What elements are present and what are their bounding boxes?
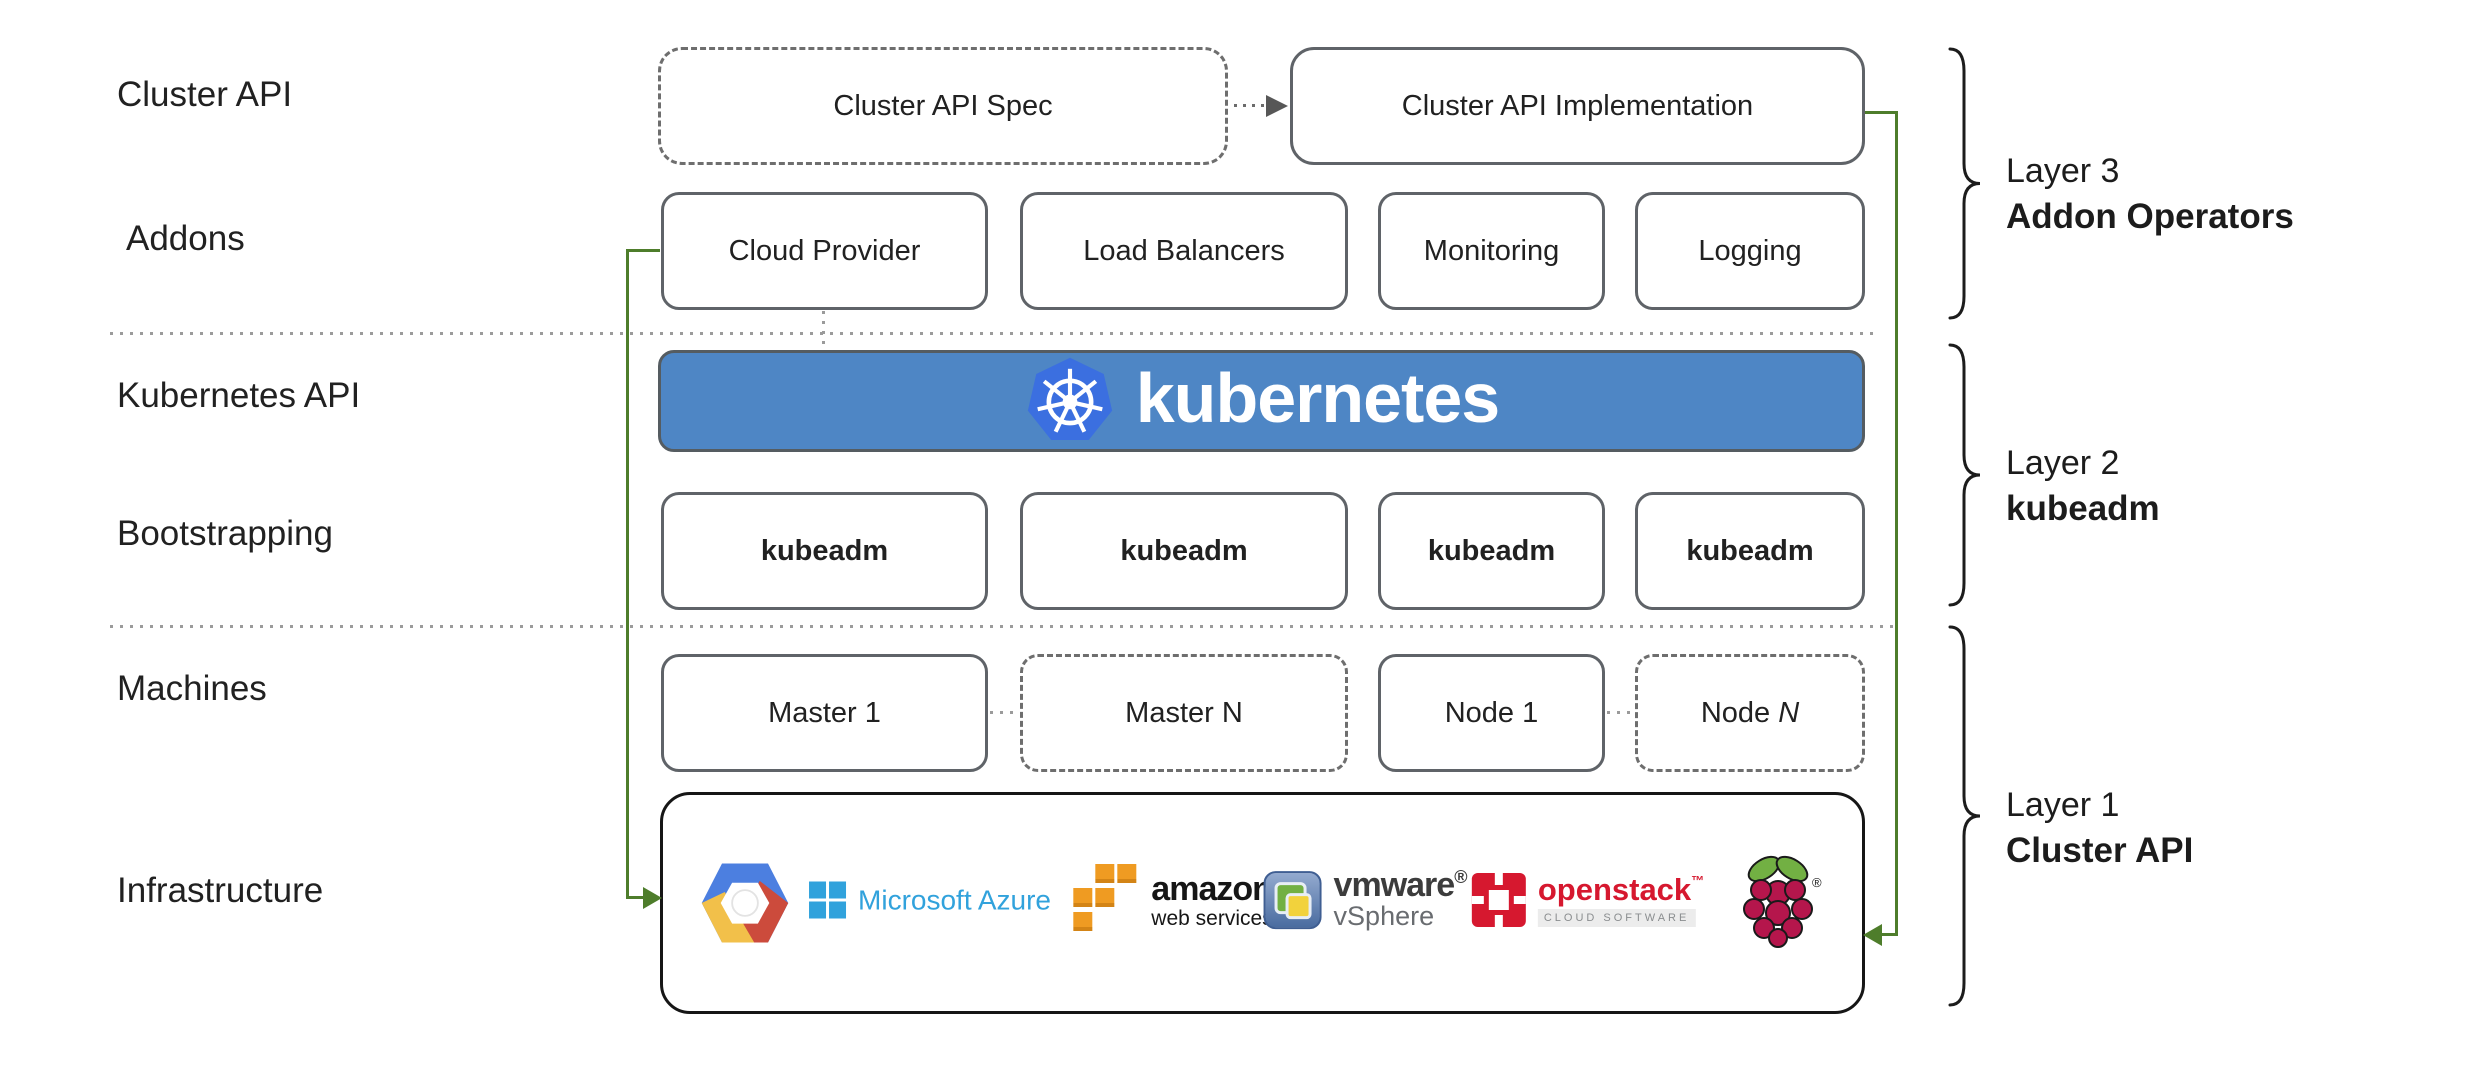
row-label-addons: Addons xyxy=(126,219,245,258)
row-label-bootstrapping: Bootstrapping xyxy=(117,514,333,553)
green-connector-left-top xyxy=(626,249,660,252)
raspberry-pi-logo-icon: ® xyxy=(1736,853,1824,949)
cloud-provider-to-kubernetes-dotted-line xyxy=(822,311,825,350)
green-connector-left-vertical xyxy=(626,249,629,899)
kubeadm-box-3: kubeadm xyxy=(1378,492,1605,610)
section-separator-top xyxy=(110,332,1880,335)
machine-box-master-n: Master N xyxy=(1020,654,1348,772)
row-label-infrastructure: Infrastructure xyxy=(117,871,324,910)
row-label-kubernetes-api: Kubernetes API xyxy=(117,376,361,415)
addon-box-cloud-provider: Cloud Provider xyxy=(661,192,988,310)
layer-2-brace-icon xyxy=(1948,343,1981,607)
azure-logo-text: Microsoft Azure xyxy=(858,884,1051,915)
vmware-vsphere-logo: vmware® vSphere xyxy=(1263,866,1467,932)
openstack-icon xyxy=(1471,873,1526,927)
layer-1-brace-icon xyxy=(1948,625,1981,1007)
infrastructure-box xyxy=(660,792,1865,1014)
green-arrowhead-left-icon xyxy=(643,887,662,909)
aws-cubes-icon xyxy=(1071,864,1139,936)
raspberry-pi-registered-mark: ® xyxy=(1812,875,1822,890)
addon-box-load-balancers: Load Balancers xyxy=(1020,192,1348,310)
spec-to-impl-arrowhead-icon xyxy=(1266,95,1288,117)
openstack-logo-subtext: CLOUD SOFTWARE xyxy=(1537,908,1696,927)
kubernetes-wordmark: kubernetes xyxy=(1135,359,1500,437)
master-dotted-connector xyxy=(990,711,1018,714)
row-label-cluster-api: Cluster API xyxy=(117,75,293,114)
vmware-icon xyxy=(1263,871,1322,929)
openstack-logo-text: openstack xyxy=(1537,871,1692,907)
green-connector-right-vertical xyxy=(1895,111,1898,936)
layer-3-label: Layer 3 Addon Operators xyxy=(2006,152,2294,236)
vmware-logo-text: vmware xyxy=(1333,866,1456,905)
vsphere-logo-text: vSphere xyxy=(1333,901,1435,932)
machine-box-node-1: Node 1 xyxy=(1378,654,1605,772)
addon-box-logging: Logging xyxy=(1635,192,1865,310)
cluster-api-implementation-box: Cluster API Implementation xyxy=(1290,47,1865,165)
aws-logo-subtext: web services xyxy=(1151,906,1273,930)
kubernetes-banner: kubernetes xyxy=(658,350,1865,452)
section-separator-bottom xyxy=(110,625,1900,628)
openstack-logo: openstack™ CLOUD SOFTWARE xyxy=(1471,871,1704,927)
machine-box-master-1: Master 1 xyxy=(661,654,988,772)
microsoft-azure-logo: Microsoft Azure xyxy=(809,881,1051,919)
green-connector-right-bottom xyxy=(1881,933,1898,936)
layer-1-label: Layer 1 Cluster API xyxy=(2006,786,2194,870)
microsoft-flag-icon xyxy=(809,881,847,919)
layer-3-brace-icon xyxy=(1948,47,1981,320)
row-label-machines: Machines xyxy=(117,669,267,708)
kubeadm-box-4: kubeadm xyxy=(1635,492,1865,610)
addon-box-monitoring: Monitoring xyxy=(1378,192,1605,310)
layer-2-label: Layer 2 kubeadm xyxy=(2006,444,2160,528)
kubeadm-box-2: kubeadm xyxy=(1020,492,1348,610)
machine-box-node-n: Node N xyxy=(1635,654,1865,772)
green-connector-right-top xyxy=(1865,111,1898,114)
node-dotted-connector xyxy=(1607,711,1633,714)
kubeadm-box-1: kubeadm xyxy=(661,492,988,610)
spec-to-impl-dotted-line xyxy=(1234,104,1266,107)
aws-logo-text: amazon xyxy=(1151,869,1273,908)
green-arrowhead-right-icon xyxy=(1863,924,1882,946)
google-cloud-logo-icon xyxy=(699,857,791,949)
aws-logo: amazon web services xyxy=(1071,864,1273,936)
kubernetes-logo-icon xyxy=(1027,357,1112,441)
cluster-api-spec-box: Cluster API Spec xyxy=(658,47,1228,165)
green-connector-left-bottom xyxy=(626,896,646,899)
